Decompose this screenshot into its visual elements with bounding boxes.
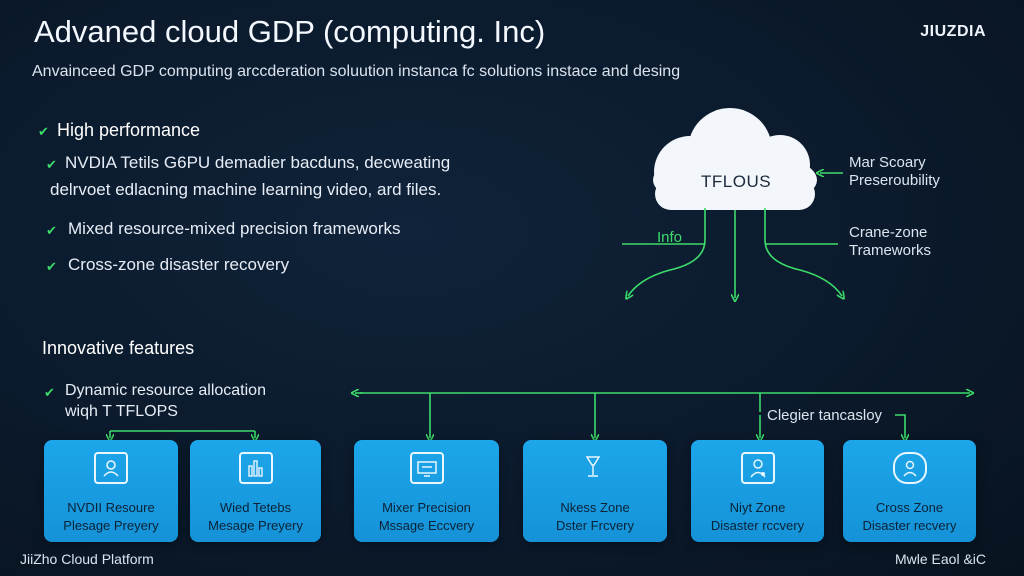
lamp-icon <box>578 452 612 484</box>
check-icon: ✔ <box>46 157 57 172</box>
cloud-right-bottom-line2: Trameworks <box>849 242 931 259</box>
cloud-right-bottom-line1: Crane-zone <box>849 224 928 241</box>
user-icon <box>94 452 128 484</box>
performance-bullet-3: Cross-zone disaster recovery <box>68 255 290 274</box>
feature-card-6[interactable]: Cross Zone Disaster recvery <box>843 440 976 542</box>
card-title: Nkess Zone <box>560 500 630 515</box>
connector-label: Clegier tancasloy <box>767 407 883 424</box>
card-subtitle: Disaster rccvery <box>710 518 805 533</box>
innovative-heading: Innovative features <box>42 338 195 358</box>
performance-bullet-1-line1: NVDIA Tetils G6PU demadier bacduns, decw… <box>65 153 451 172</box>
check-icon: ✔ <box>38 124 49 139</box>
feature-card-1[interactable]: NVDII Resoure Plesage Preyery <box>44 440 178 542</box>
cloud-label: TFLOUS <box>701 172 772 191</box>
performance-bullet-1-line2: delrvoet edlacning machine learning vide… <box>50 180 442 199</box>
cloud-right-top-line1: Mar Scoary <box>849 154 926 171</box>
footer-platform-name: JiiZho Cloud Platform <box>20 551 154 567</box>
card-title: NVDII Resoure <box>67 500 155 515</box>
performance-heading: High performance <box>57 120 201 140</box>
brand-logo-text: JIUZDIA <box>920 23 986 40</box>
shield-user-icon <box>892 452 927 484</box>
card-subtitle: Dster Frcvery <box>556 518 634 533</box>
check-icon: ✔ <box>46 259 57 274</box>
performance-bullet-2: Mixed resource-mixed precision framework… <box>68 219 401 238</box>
card-title: Wied Tetebs <box>219 500 292 515</box>
card-title: Mixer Precision <box>382 500 471 515</box>
page-subtitle: Anvainceed GDP computing arccderation so… <box>32 63 681 80</box>
feature-card-4[interactable]: Nkess Zone Dster Frcvery <box>523 440 667 542</box>
cloud-left-label: Info <box>657 229 683 246</box>
footer-right-text: Mwle Eaol &iC <box>894 551 986 567</box>
feature-card-3[interactable]: Mixer Precision Mssage Eccvery <box>354 440 499 542</box>
chart-icon <box>238 452 273 484</box>
card-subtitle: Disaster recvery <box>862 518 957 533</box>
card-subtitle: Mssage Eccvery <box>378 518 475 533</box>
card-subtitle: Plesage Preyery <box>63 518 159 533</box>
feature-card-5[interactable]: Niyt Zone Disaster rccvery <box>691 440 824 542</box>
feature-card-2[interactable]: Wied Tetebs Mesage Preyery <box>190 440 321 542</box>
card-title: Niyt Zone <box>729 500 786 515</box>
monitor-icon <box>409 452 444 484</box>
innovative-bullet-line2: wiqh T TFLOPS <box>65 403 178 420</box>
check-icon: ✔ <box>46 223 57 238</box>
person-badge-icon <box>740 452 775 484</box>
cloud-shape <box>653 108 817 210</box>
cloud-right-top-line2: Preseroubility <box>849 172 940 189</box>
check-icon: ✔ <box>44 385 55 400</box>
card-title: Cross Zone <box>875 500 944 515</box>
innovative-bullet-line1: Dynamic resource allocation <box>65 382 266 399</box>
page-title: Advaned cloud GDP (computing. Inc) <box>34 14 546 49</box>
card-subtitle: Mesage Preyery <box>208 518 303 533</box>
